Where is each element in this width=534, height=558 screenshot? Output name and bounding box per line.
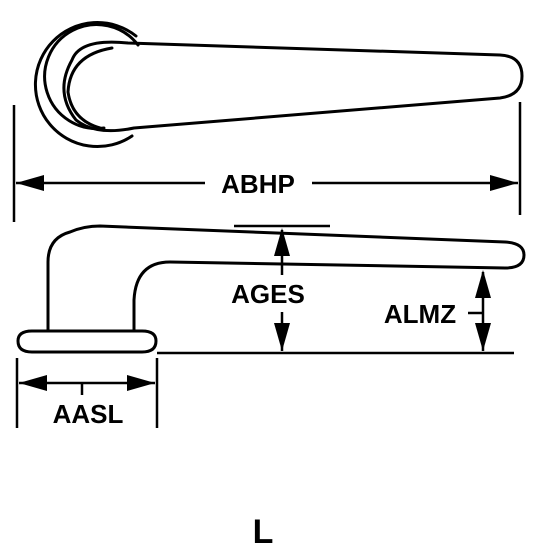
- ages-arrow-up: [274, 228, 290, 256]
- aasl-arrow-left: [19, 375, 47, 391]
- dimension-almz: ALMZ: [384, 270, 491, 351]
- lever-hub-arc: [66, 46, 114, 130]
- ages-label: AGES: [231, 279, 305, 309]
- abhp-label: ABHP: [221, 169, 295, 199]
- almz-label: ALMZ: [384, 299, 456, 329]
- aasl-arrow-right: [127, 375, 155, 391]
- almz-arrow-up: [475, 270, 491, 298]
- abhp-arrow-left: [16, 175, 44, 191]
- dimension-aasl: AASL: [15, 358, 159, 429]
- lever-top-outline: [62, 40, 524, 133]
- dimension-abhp: ABHP: [12, 102, 522, 222]
- aasl-label: AASL: [53, 399, 124, 429]
- ages-arrow-down: [274, 323, 290, 351]
- lever-side-outline: [46, 224, 526, 333]
- rosette-inner-circle: [43, 23, 140, 131]
- top-view: [33, 21, 524, 148]
- side-view: [16, 224, 526, 355]
- almz-arrow-down: [475, 323, 491, 351]
- base-plate: [16, 329, 158, 354]
- abhp-arrow-right: [490, 175, 518, 191]
- rosette-outer-circle: [33, 21, 138, 148]
- view-letter: L: [253, 513, 274, 551]
- dimension-ages: AGES: [231, 228, 305, 351]
